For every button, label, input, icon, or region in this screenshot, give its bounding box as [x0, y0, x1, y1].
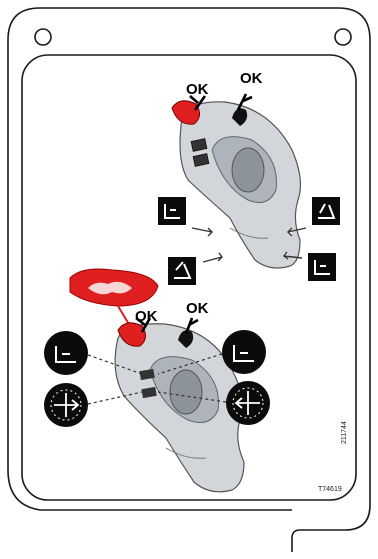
- tilt-icon: [312, 197, 340, 225]
- bucket-icon: [308, 253, 336, 281]
- mounting-hole-icon: [35, 29, 51, 45]
- flip-arrows-icon: [226, 381, 270, 425]
- figure-number: T74619: [318, 486, 342, 493]
- ok-label-top-left: OK: [186, 81, 209, 98]
- bucket-icon: [44, 331, 88, 375]
- ok-label-top-right: OK: [240, 70, 263, 87]
- ok-label-bottom-left: OK: [135, 308, 158, 325]
- doc-number: 211744: [341, 421, 348, 444]
- mounting-hole-icon: [335, 29, 351, 45]
- ok-label-bottom-right: OK: [186, 300, 209, 317]
- bucket-icon: [158, 197, 186, 225]
- flip-arrows-icon: [44, 383, 88, 427]
- tilt-icon: [168, 257, 196, 285]
- bucket-icon: [222, 330, 266, 374]
